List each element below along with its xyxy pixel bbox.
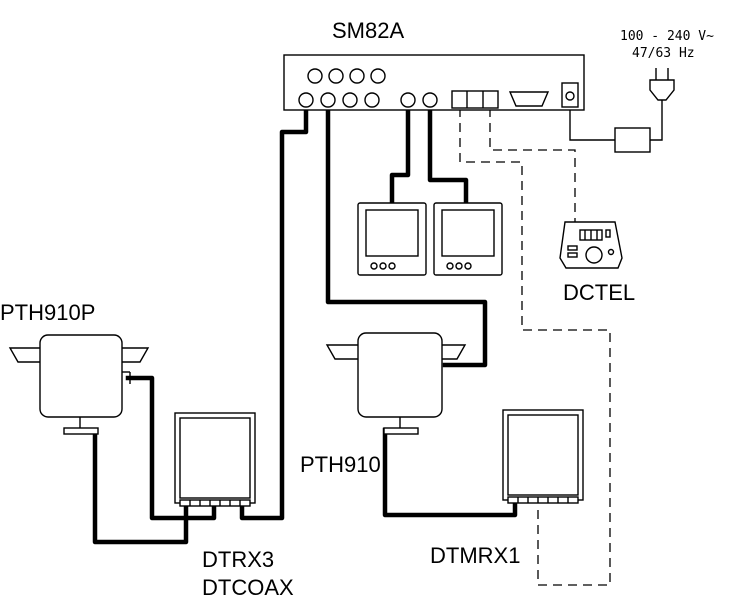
pth910p-label: PTH910P [0,300,95,325]
dctel-label: DCTEL [563,280,635,305]
rs485-line-dtmrx1 [459,108,611,586]
cable-pth910p-dtrx3-a [92,429,189,545]
receiver-box-icon [174,412,256,507]
video-cable-monitor-2 [427,99,469,206]
video-cable-monitor-1 [389,99,411,206]
cable-pth910p-dtrx3-b [125,375,217,521]
monitor-icon [357,202,427,276]
ptz-camera-icon [8,334,150,435]
monitor-icon [433,202,503,276]
coax-cable-pth910 [325,99,488,368]
power-adapter-icon [614,127,651,153]
ptz-camera-icon [325,332,467,435]
pth910-label: PTH910 [300,452,381,477]
cable-pth910-dtmrx1 [382,427,518,518]
dtcoax-label: DTCOAX [202,575,294,600]
rs485-line-dctel [489,108,576,222]
control-keyboard-icon [559,221,623,269]
power-frequency-label: 47/63 Hz [632,46,695,61]
coax-cable-dtcoax [239,99,309,521]
dtrx3-label: DTRX3 [202,547,274,572]
dtmrx1-label: DTMRX1 [430,543,520,568]
power-cable-sm82a [569,110,615,141]
sm82a-unit [283,54,585,111]
power-voltage-label: 100 - 240 V~ [620,29,714,44]
sm82a-label: SM82A [332,18,404,43]
receiver-box-icon [502,409,584,504]
power-cable-plug [650,100,663,141]
power-plug-icon [649,68,675,101]
